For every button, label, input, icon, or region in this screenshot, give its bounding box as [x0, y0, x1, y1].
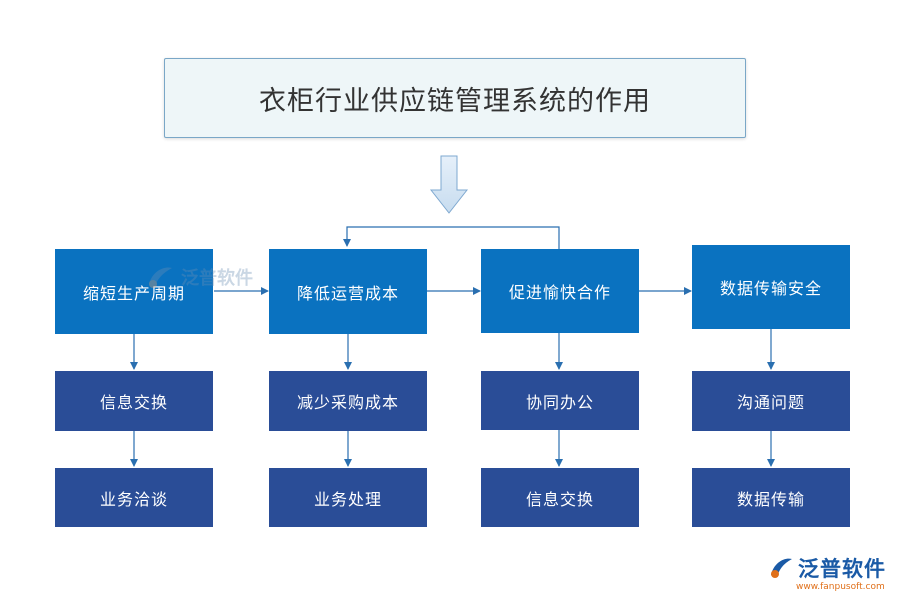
node-label: 数据传输安全 — [719, 279, 822, 298]
node-reduce-purchase-cost: 减少采购成本 — [269, 371, 427, 431]
node-label: 协同办公 — [525, 392, 594, 412]
node-info-exchange-1: 信息交换 — [55, 371, 213, 431]
node-promote-cooperation: 促进愉快合作 — [481, 249, 639, 333]
brand-logo-icon — [771, 558, 792, 578]
node-info-exchange-2: 信息交换 — [481, 468, 639, 527]
node-label: 减少采购成本 — [296, 393, 399, 412]
brand-name: 泛普软件 — [798, 557, 886, 581]
node-label: 信息交换 — [525, 489, 594, 509]
node-collaborative-office: 协同办公 — [481, 371, 639, 430]
node-business-processing: 业务处理 — [269, 468, 427, 527]
node-reduce-operating-cost: 降低运营成本 — [269, 249, 427, 334]
brand-url: www.fanpusoft.com — [796, 582, 885, 592]
watermark-text: 泛普软件 — [181, 268, 253, 289]
node-label: 信息交换 — [99, 393, 168, 412]
node-data-transfer-security: 数据传输安全 — [692, 245, 850, 329]
title-box: 衣柜行业供应链管理系统的作用 — [164, 58, 746, 138]
node-label: 业务洽谈 — [99, 489, 168, 509]
down-arrow-icon — [429, 155, 469, 214]
node-label: 沟通问题 — [736, 393, 805, 412]
node-business-negotiation: 业务洽谈 — [55, 468, 213, 527]
diagram-title: 衣柜行业供应链管理系统的作用 — [259, 85, 651, 117]
node-label: 缩短生产周期 — [82, 283, 185, 303]
node-data-transmission: 数据传输 — [692, 468, 850, 527]
connector-bracket — [343, 226, 560, 249]
node-label: 降低运营成本 — [296, 283, 399, 303]
watermark: 泛普软件 — [145, 264, 253, 290]
node-communication-issues: 沟通问题 — [692, 371, 850, 431]
brand-logo: 泛普软件 www.fanpusoft.com — [768, 553, 888, 592]
node-label: 业务处理 — [313, 489, 382, 509]
node-shorten-production-cycle: 缩短生产周期 — [55, 249, 213, 334]
node-label: 促进愉快合作 — [508, 283, 611, 302]
watermark-logo-icon — [149, 267, 172, 288]
node-label: 数据传输 — [736, 489, 805, 509]
